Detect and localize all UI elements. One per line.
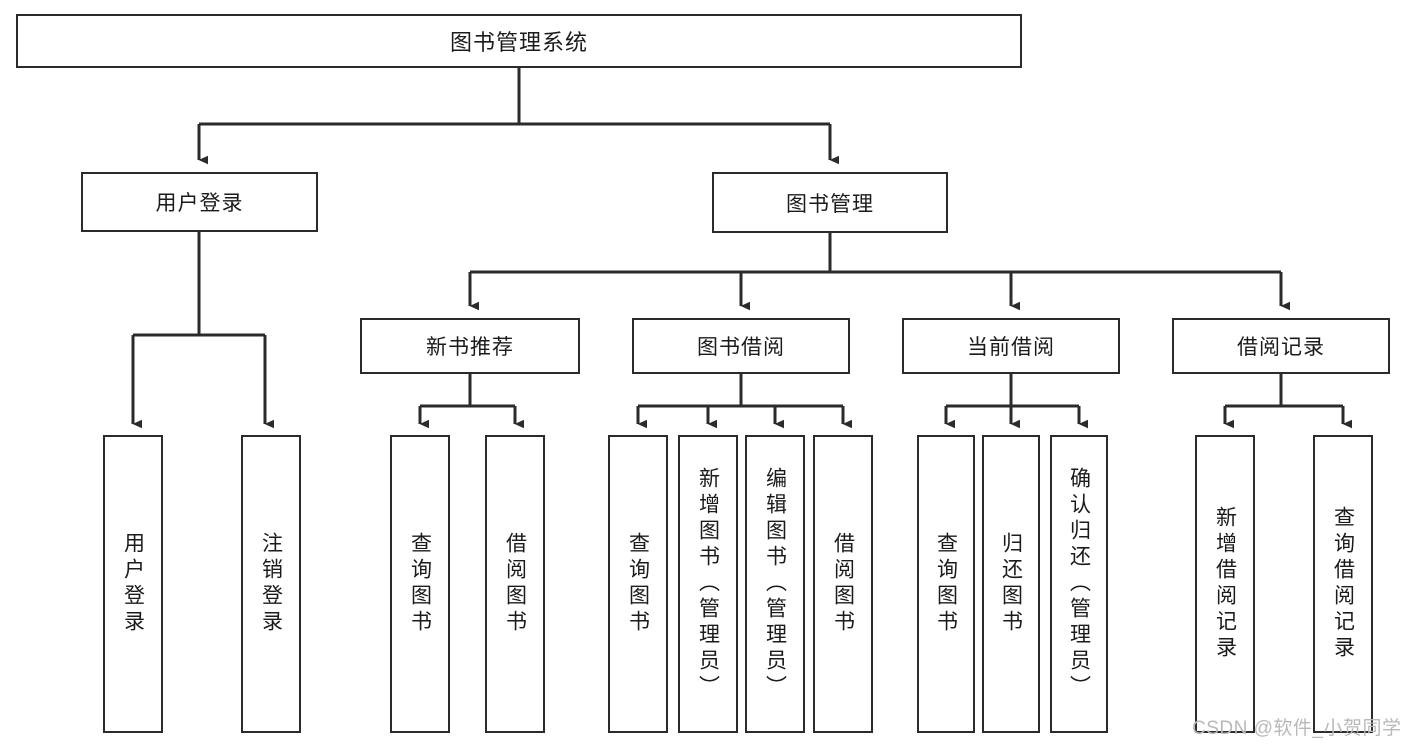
leaf-nb-borrow-book[interactable]: 借阅图书 [485,435,545,733]
leaf-cb-return-book[interactable]: 归还图书 [982,435,1040,733]
leaf-cb-return-book-label: 归还图书 [999,532,1023,636]
leaf-logout[interactable]: 注销登录 [241,435,301,733]
leaf-bb-borrow-book[interactable]: 借阅图书 [813,435,873,733]
node-user-login[interactable]: 用户登录 [81,172,318,232]
node-new-book-recommend[interactable]: 新书推荐 [360,318,580,374]
csdn-watermark: CSDN @软件_小贺同学 [1192,718,1402,739]
leaf-bb-edit-book-label: 编辑图书（管理员） [763,467,787,701]
leaf-br-query-record[interactable]: 查询借阅记录 [1313,435,1373,733]
node-root-label: 图书管理系统 [449,30,588,55]
node-current-borrow-label: 当前借阅 [967,336,1055,359]
leaf-bb-borrow-book-label: 借阅图书 [831,532,855,636]
leaf-br-add-record-label: 新增借阅记录 [1213,506,1237,662]
leaf-bb-edit-book[interactable]: 编辑图书（管理员） [745,435,805,733]
leaf-bb-add-book-label: 新增图书（管理员） [696,467,720,701]
leaf-user-login-label: 用户登录 [121,532,145,636]
leaf-user-login[interactable]: 用户登录 [103,435,163,733]
node-book-borrow-label: 图书借阅 [697,336,785,359]
leaf-nb-borrow-book-label: 借阅图书 [503,532,527,636]
node-borrow-record[interactable]: 借阅记录 [1172,318,1390,374]
leaf-cb-confirm-return-label: 确认归还（管理员） [1067,467,1091,701]
leaf-br-add-record[interactable]: 新增借阅记录 [1195,435,1255,733]
node-book-manage[interactable]: 图书管理 [712,172,948,233]
node-book-borrow[interactable]: 图书借阅 [632,318,850,374]
leaf-nb-query-book[interactable]: 查询图书 [390,435,450,733]
leaf-cb-confirm-return[interactable]: 确认归还（管理员） [1050,435,1108,733]
leaf-cb-query-book[interactable]: 查询图书 [917,435,975,733]
leaf-logout-label: 注销登录 [259,532,283,636]
node-root[interactable]: 图书管理系统 [16,14,1022,68]
leaf-bb-add-book[interactable]: 新增图书（管理员） [678,435,738,733]
leaf-bb-query-book[interactable]: 查询图书 [608,435,668,733]
leaf-bb-query-book-label: 查询图书 [626,532,650,636]
node-new-book-recommend-label: 新书推荐 [426,336,514,359]
leaf-cb-query-book-label: 查询图书 [934,532,958,636]
leaf-nb-query-book-label: 查询图书 [408,532,432,636]
node-current-borrow[interactable]: 当前借阅 [902,318,1120,374]
node-borrow-record-label: 借阅记录 [1237,336,1325,359]
node-book-manage-label: 图书管理 [786,192,874,216]
leaf-br-query-record-label: 查询借阅记录 [1331,506,1355,662]
node-user-login-label: 用户登录 [155,192,244,215]
